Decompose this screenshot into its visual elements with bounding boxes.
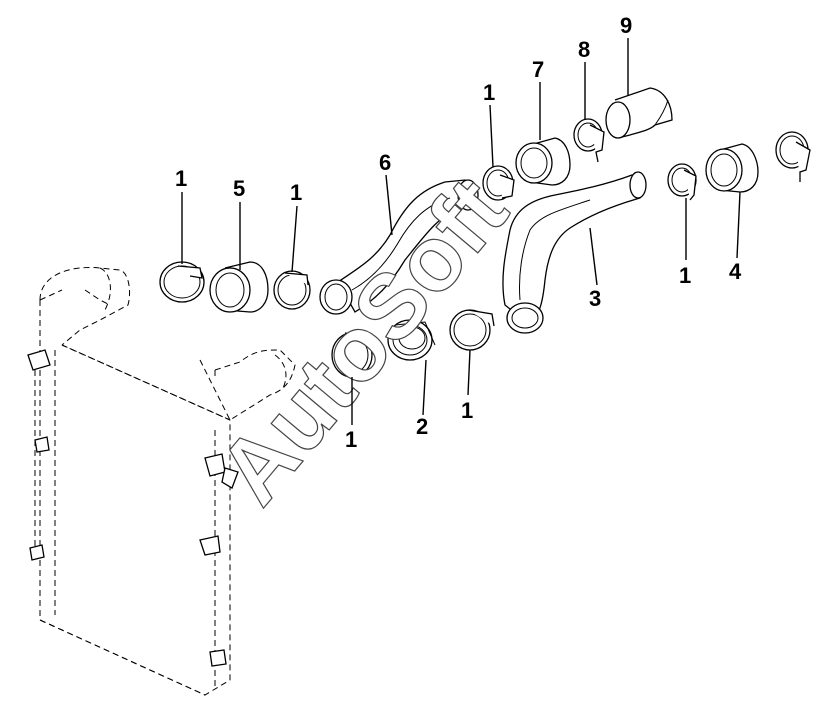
callout-1-left: 1 [175, 166, 187, 191]
clamp-part-1-lower-right [449, 309, 495, 351]
callout-4: 4 [729, 259, 742, 284]
callout-1-right: 1 [679, 263, 691, 288]
hose-part-3 [502, 171, 647, 334]
callout-1-second: 1 [290, 180, 302, 205]
clamp-part-8 [573, 118, 605, 163]
intercooler-brackets [27, 349, 239, 667]
connector-part-5 [209, 261, 269, 313]
callout-2: 2 [416, 414, 428, 439]
clamp-part-1-right [667, 163, 697, 201]
connector-part-7 [515, 137, 571, 186]
leader-lines [181, 38, 741, 425]
callout-3: 3 [589, 286, 601, 311]
clamp-part-1-far-right [775, 131, 811, 182]
hose-part-6 [319, 179, 479, 315]
coupler-part-2 [387, 319, 436, 361]
connector-part-4 [705, 143, 759, 193]
callout-6: 6 [379, 150, 391, 175]
clamp-part-1-left [159, 261, 205, 303]
callout-1-lower-right: 1 [461, 398, 473, 423]
callout-1-lower-left: 1 [345, 427, 357, 452]
callout-1-upper: 1 [483, 80, 495, 105]
intercooler-left-pipe [39, 266, 131, 346]
intercooler-right-pipe [214, 349, 296, 421]
callout-8: 8 [578, 37, 590, 62]
clamp-part-1-upper [482, 165, 515, 201]
callout-labels: 1 5 1 6 1 7 8 9 1 4 3 1 2 1 [175, 13, 742, 452]
elbow-part-9 [605, 87, 673, 139]
intercooler-core [34, 289, 231, 696]
callout-7: 7 [532, 57, 544, 82]
clamp-part-1-second [273, 270, 311, 310]
callout-9: 9 [620, 13, 632, 38]
callout-5: 5 [233, 176, 245, 201]
clamp-part-1-lower-left [331, 332, 373, 378]
